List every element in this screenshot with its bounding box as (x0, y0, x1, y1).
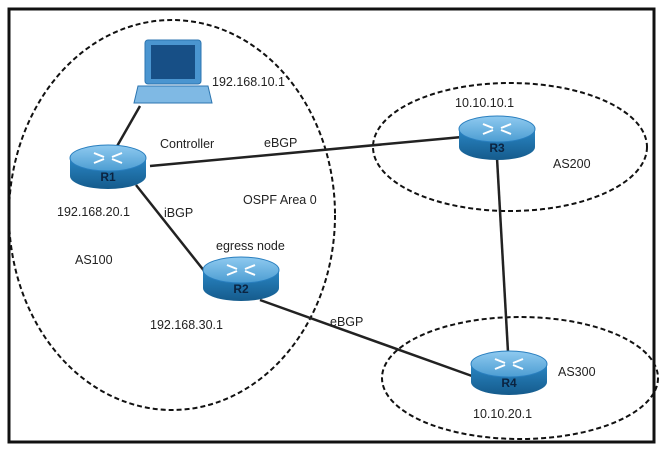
laptop-icon[interactable] (133, 39, 213, 104)
router-r2-role: egress node (216, 239, 285, 253)
controller-label: Controller (160, 137, 214, 151)
link-r1-r2 (135, 184, 206, 273)
link-controller-r1 (114, 105, 142, 149)
as200-label: AS200 (553, 157, 591, 171)
as300-label: AS300 (558, 365, 596, 379)
router-r2-ip: 192.168.30.1 (150, 318, 223, 332)
as100-label: AS100 (75, 253, 113, 267)
link-r1-r2-label: iBGP (164, 206, 193, 220)
as300-boundary (381, 316, 659, 440)
as200-boundary (372, 82, 648, 212)
link-r2-r4-label: eBGP (330, 315, 363, 329)
router-r1-ip: 192.168.20.1 (57, 205, 130, 219)
link-r3-r4 (495, 157, 510, 353)
link-r1-r3-label: eBGP (264, 136, 297, 150)
router-r3-name: R3 (489, 141, 505, 155)
router-r4-ip: 10.10.20.1 (473, 407, 532, 421)
ospf-area-label: OSPF Area 0 (243, 193, 317, 207)
router-r1-name: R1 (100, 170, 116, 184)
link-r2-r4 (259, 298, 473, 378)
router-r2-name: R2 (233, 282, 249, 296)
controller-ip: 192.168.10.1 (212, 75, 285, 89)
link-r1-r3 (149, 135, 463, 168)
router-r3-ip: 10.10.10.1 (455, 96, 514, 110)
router-r4-name: R4 (501, 376, 517, 390)
as100-boundary (8, 19, 336, 411)
